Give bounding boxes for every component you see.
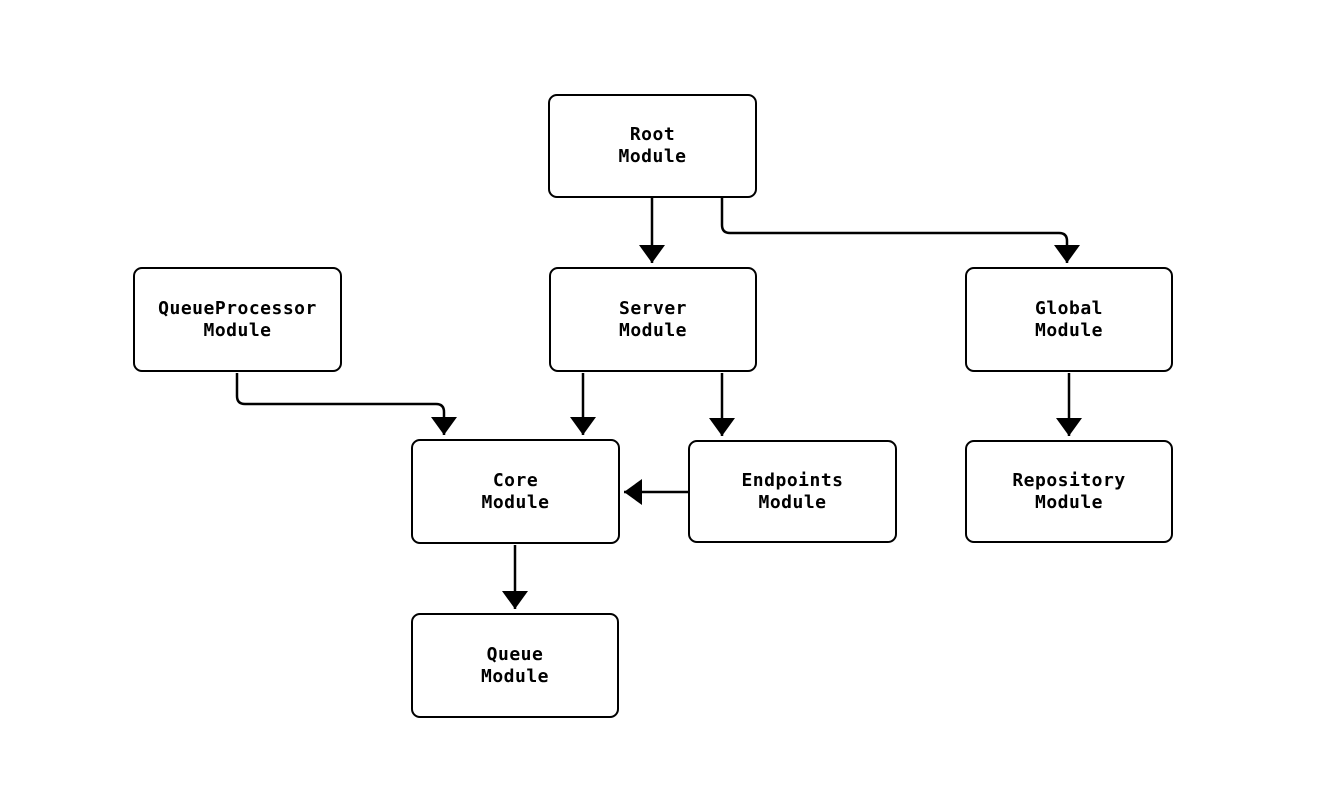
node-label-line: Module <box>1034 319 1104 341</box>
node-queue-module: Queue Module <box>411 613 619 718</box>
node-label-line: Core <box>492 469 539 491</box>
node-label-line: Global <box>1034 297 1104 319</box>
node-server-module: Server Module <box>549 267 757 372</box>
node-label-line: Module <box>758 491 827 513</box>
node-repository-module: Repository Module <box>965 440 1173 543</box>
node-endpoints-module: Endpoints Module <box>688 440 897 543</box>
node-label-line: Queue <box>486 643 544 665</box>
node-root-module: Root Module <box>548 94 757 198</box>
node-label-line: QueueProcessor <box>158 297 317 319</box>
node-label-line: Server <box>618 297 688 319</box>
node-label-line: Module <box>1034 491 1104 513</box>
node-global-module: Global Module <box>965 267 1173 372</box>
node-label-line: Module <box>618 319 688 341</box>
node-label-line: Repository <box>1012 469 1126 491</box>
node-core-module: Core Module <box>411 439 620 544</box>
node-label-line: Root <box>629 124 676 145</box>
node-label-line: Module <box>618 146 687 167</box>
node-label-line: Module <box>480 665 550 687</box>
node-label-line: Endpoints <box>741 469 844 491</box>
edge-root-to-global <box>720 198 1080 263</box>
edge-queueprocessor-to-core <box>235 373 457 435</box>
node-label-line: Module <box>481 491 550 513</box>
node-queueprocessor-module: QueueProcessor Module <box>133 267 342 372</box>
node-label-line: Module <box>203 319 272 341</box>
